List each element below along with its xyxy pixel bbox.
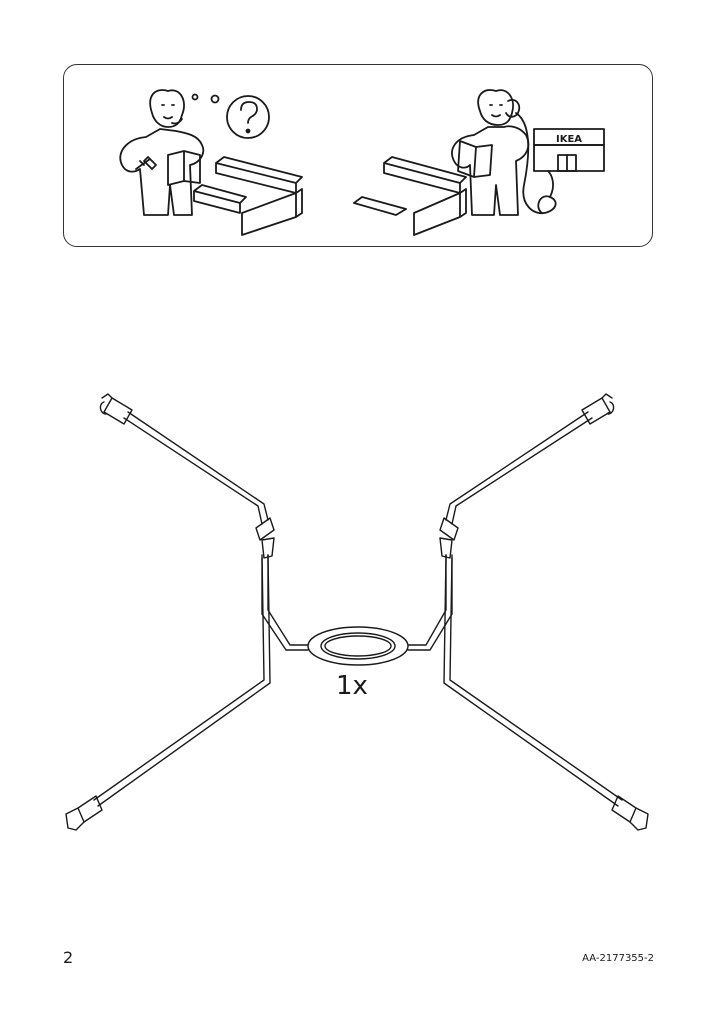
ikea-store-icon: [533, 128, 605, 172]
document-code: AA-2177355-2: [582, 953, 654, 964]
confused-person-figure: [119, 89, 270, 216]
connector-top-left: [99, 393, 133, 425]
connector-top-right: [581, 393, 615, 425]
help-illustration: IKEA: [119, 89, 605, 236]
person-on-phone-figure: [451, 89, 557, 216]
center-ring: [307, 626, 409, 666]
help-panel: IKEA: [63, 64, 653, 247]
connector-bottom-right: [611, 795, 649, 831]
connector-bottom-left: [65, 795, 103, 831]
unassembled-boards-right: [353, 156, 467, 236]
unassembled-boards-left: [193, 156, 303, 236]
quantity-label: 1x: [336, 671, 368, 701]
store-sign-text: IKEA: [556, 134, 582, 145]
cable-right: [407, 411, 623, 807]
page-number: 2: [63, 948, 74, 967]
cable-left: [93, 411, 309, 807]
cable-connector-figure: [65, 393, 649, 831]
